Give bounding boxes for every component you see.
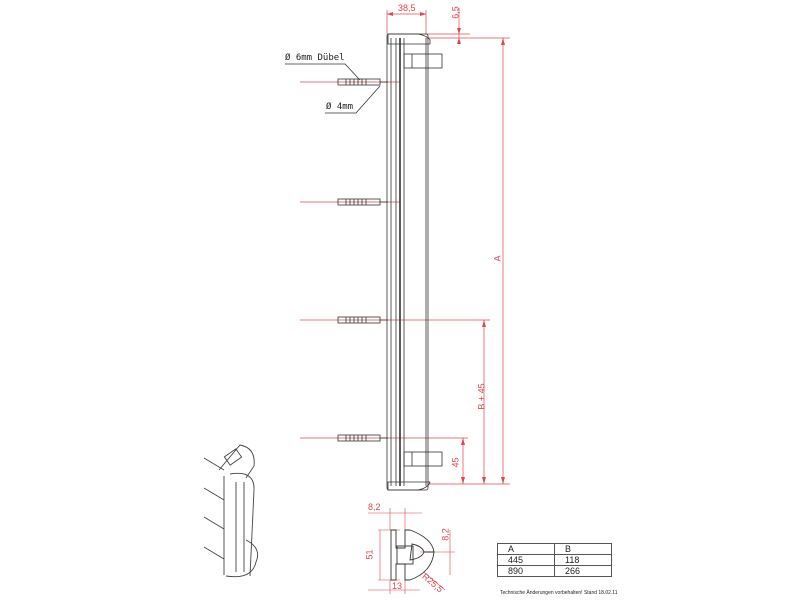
footnote: Technische Änderungen vorbehalten! Stand… [500, 590, 618, 596]
dim-overall-label: A [492, 255, 503, 262]
section-height-label: 51 [364, 549, 375, 560]
dowel-4 [337, 434, 388, 442]
spec-cell: 266 [554, 565, 612, 577]
spec-header-a: A [497, 543, 555, 555]
spec-cell: 118 [554, 554, 612, 566]
section-base-label: 13 [392, 581, 403, 591]
table-row: 890 266 [497, 565, 612, 577]
screw-annotation: Ø 4mm [326, 102, 354, 112]
perspective-sketch [203, 444, 259, 578]
spec-cell: 890 [497, 565, 555, 577]
dowel-2 [337, 198, 388, 206]
spec-cell: 445 [497, 554, 555, 566]
dim-width-label: 38,5 [398, 3, 416, 13]
section-top-width-label: 8,2 [368, 502, 381, 512]
spec-table-header: A B [497, 543, 612, 555]
spec-header-b: B [554, 543, 612, 555]
dowel-3 [337, 316, 388, 324]
dim-bottom-label: 45 [450, 457, 461, 468]
spec-table: A B 445 118 890 266 [497, 543, 612, 577]
dimension-arrows [387, 12, 505, 484]
table-row: 445 118 [497, 554, 612, 566]
wall-dowels [285, 63, 388, 442]
dim-b-plus-label: B + 45 [476, 383, 487, 410]
rail-profile [386, 33, 443, 491]
anchor-annotation: Ø 6mm Dübel [285, 53, 345, 63]
dim-offset-label: 6,5 [450, 6, 461, 19]
section-offset-label: 8,2 [440, 528, 451, 541]
cross-section [368, 508, 455, 594]
